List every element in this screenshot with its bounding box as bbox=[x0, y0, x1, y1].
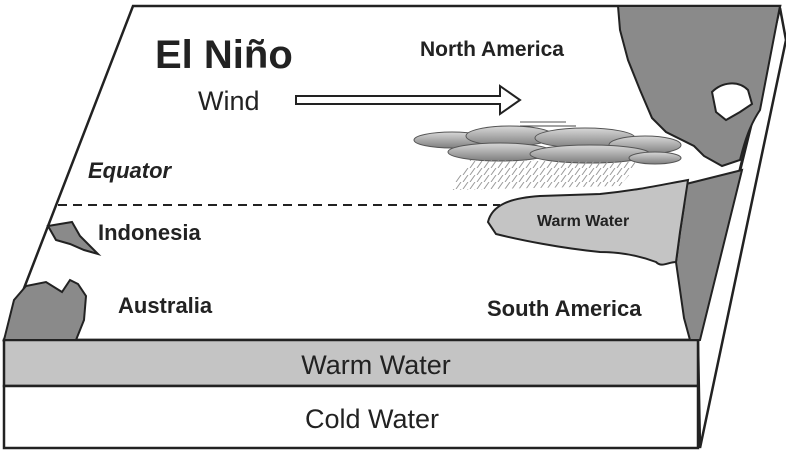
warm-water-pool-label: Warm Water bbox=[537, 213, 629, 230]
south-america-label: South America bbox=[487, 296, 642, 321]
warm-water-layer bbox=[2, 338, 700, 388]
indonesia-label: Indonesia bbox=[98, 220, 201, 245]
diagram-title: El Niño bbox=[155, 33, 293, 77]
indonesia-landmass bbox=[46, 220, 102, 257]
cold-water-layer-label: Cold Water bbox=[305, 404, 439, 434]
cold-water-layer bbox=[2, 384, 700, 450]
warm-water-pool bbox=[486, 178, 690, 266]
storm-cloud-icon bbox=[413, 125, 682, 165]
rain-icon bbox=[450, 160, 640, 190]
gulf-of-mexico bbox=[710, 82, 754, 122]
warm-water-layer-label: Warm Water bbox=[301, 350, 451, 380]
north-america-landmass bbox=[616, 5, 782, 168]
north-america-label: North America bbox=[420, 38, 564, 61]
wind-arrow-icon bbox=[295, 84, 522, 116]
equator-label: Equator bbox=[88, 158, 173, 183]
australia-landmass bbox=[2, 278, 88, 341]
wind-label: Wind bbox=[198, 86, 260, 116]
australia-label: Australia bbox=[118, 293, 213, 318]
